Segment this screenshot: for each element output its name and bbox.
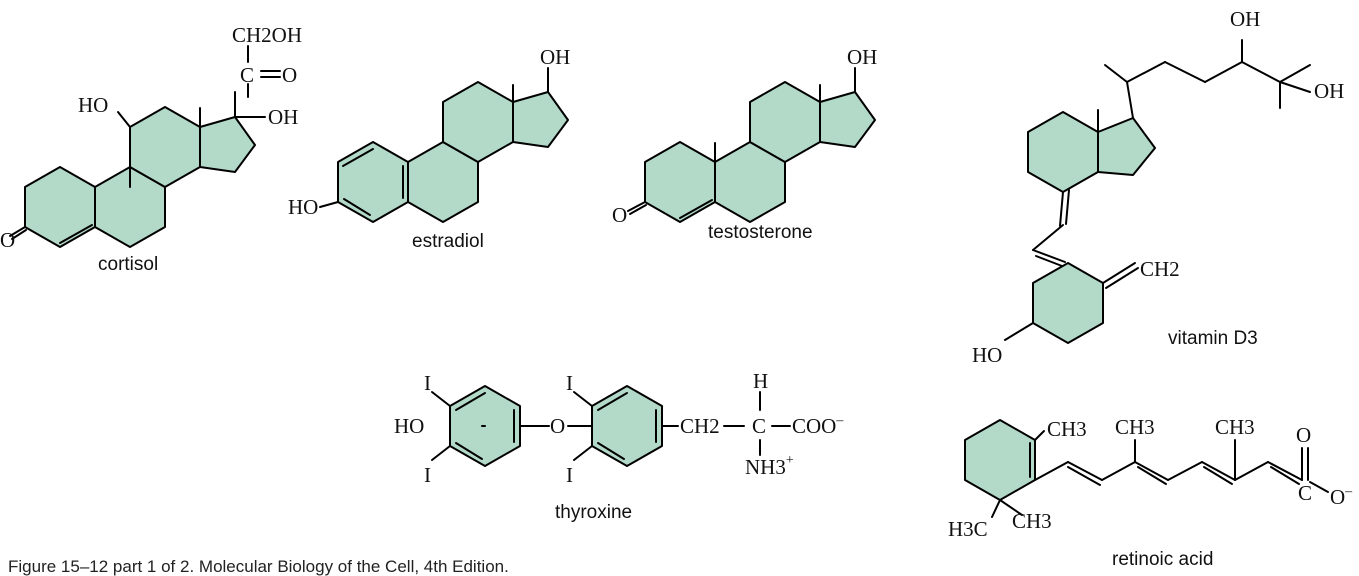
cortisol-ch2oh-label: CH2OH (232, 23, 302, 47)
figure-caption: Figure 15–12 part 1 of 2. Molecular Biol… (8, 557, 509, 576)
cortisol-carbonyl-c-label: C (240, 63, 254, 87)
testosterone-oh-label: OH (847, 45, 877, 69)
retinoic-acid-ring (964, 419, 1036, 501)
vitamin-d3-ring-a (1032, 262, 1104, 344)
cortisol-ring-a (24, 166, 96, 248)
retinoic-acid-name: retinoic acid (1112, 549, 1213, 570)
retinoic-acid-carboxyl-c-label: C (1298, 481, 1312, 505)
thyroxine-alpha-c-label: C (752, 414, 766, 438)
retinoic-acid-carbonyl-o-label: O (1296, 423, 1311, 447)
estradiol-name: estradiol (412, 231, 484, 252)
vitamin-d3-ho-label: HO (972, 343, 1002, 367)
cortisol-oh-label: OH (268, 105, 298, 129)
retinoic-acid-chain-ch3-2-label: CH3 (1215, 415, 1255, 439)
vitamin-d3-structure: OH OH CH2 HO vitamin D3 (972, 7, 1344, 367)
thyroxine-ring-2 (591, 385, 663, 467)
testosterone-ketone-o-label: O (612, 203, 627, 227)
retinoic-acid-h3c-label: H3C (948, 517, 988, 541)
vitamin-d3-side-chain-oh-label: OH (1230, 7, 1260, 31)
thyroxine-iodine-1-label: I (424, 371, 431, 395)
retinoic-acid-structure: CH3 CH3 CH3 O C O– H3C CH3 retinoic acid (948, 415, 1353, 570)
retinoic-acid-chain-ch3-1-label: CH3 (1115, 415, 1155, 439)
vitamin-d3-tertiary-oh-label: OH (1314, 79, 1344, 103)
cortisol-name: cortisol (98, 254, 158, 275)
retinoic-acid-gem-ch3-label: CH3 (1012, 509, 1052, 533)
testosterone-name: testosterone (708, 222, 813, 243)
thyroxine-nh3-label: NH3+ (745, 453, 794, 479)
cortisol-structure: CH2OH C O OH HO O cortisol (0, 23, 302, 275)
thyroxine-iodine-3-label: I (566, 371, 573, 395)
thyroxine-structure: HO I I O I I CH2 H C COO– NH3+ thyroxine (394, 369, 844, 523)
vitamin-d3-ring-d (1097, 117, 1156, 176)
thyroxine-coo-label: COO– (792, 413, 844, 438)
thyroxine-h-label: H (753, 369, 768, 393)
cortisol-carbonyl-o-label: O (282, 63, 297, 87)
vitamin-d3-name: vitamin D3 (1168, 328, 1258, 349)
estradiol-ho-label: HO (288, 195, 318, 219)
thyroxine-name: thyroxine (555, 502, 632, 523)
estradiol-structure: OH HO estradiol (288, 45, 570, 252)
cortisol-ho-label: HO (78, 93, 108, 117)
thyroxine-ether-o-label: O (550, 414, 565, 438)
testosterone-ring-d (819, 91, 876, 148)
thyroxine-iodine-4-label: I (566, 463, 573, 487)
retinoic-acid-ring-ch3-label: CH3 (1047, 417, 1087, 441)
vitamin-d3-ch2-label: CH2 (1140, 257, 1180, 281)
estradiol-ring-a (337, 141, 409, 223)
testosterone-ring-a (644, 141, 716, 223)
testosterone-structure: OH O testosterone (612, 45, 877, 243)
cortisol-ring-d (199, 116, 256, 173)
thyroxine-ch2-label: CH2 (680, 414, 720, 438)
estradiol-oh-label: OH (540, 45, 570, 69)
estradiol-ring-d (512, 91, 569, 148)
thyroxine-ho-label: HO (394, 414, 424, 438)
vitamin-d3-ring-c (1027, 111, 1099, 193)
thyroxine-iodine-2-label: I (424, 463, 431, 487)
retinoic-acid-o-minus-label: O– (1330, 484, 1353, 509)
cortisol-ketone-o-label: O (0, 228, 15, 252)
